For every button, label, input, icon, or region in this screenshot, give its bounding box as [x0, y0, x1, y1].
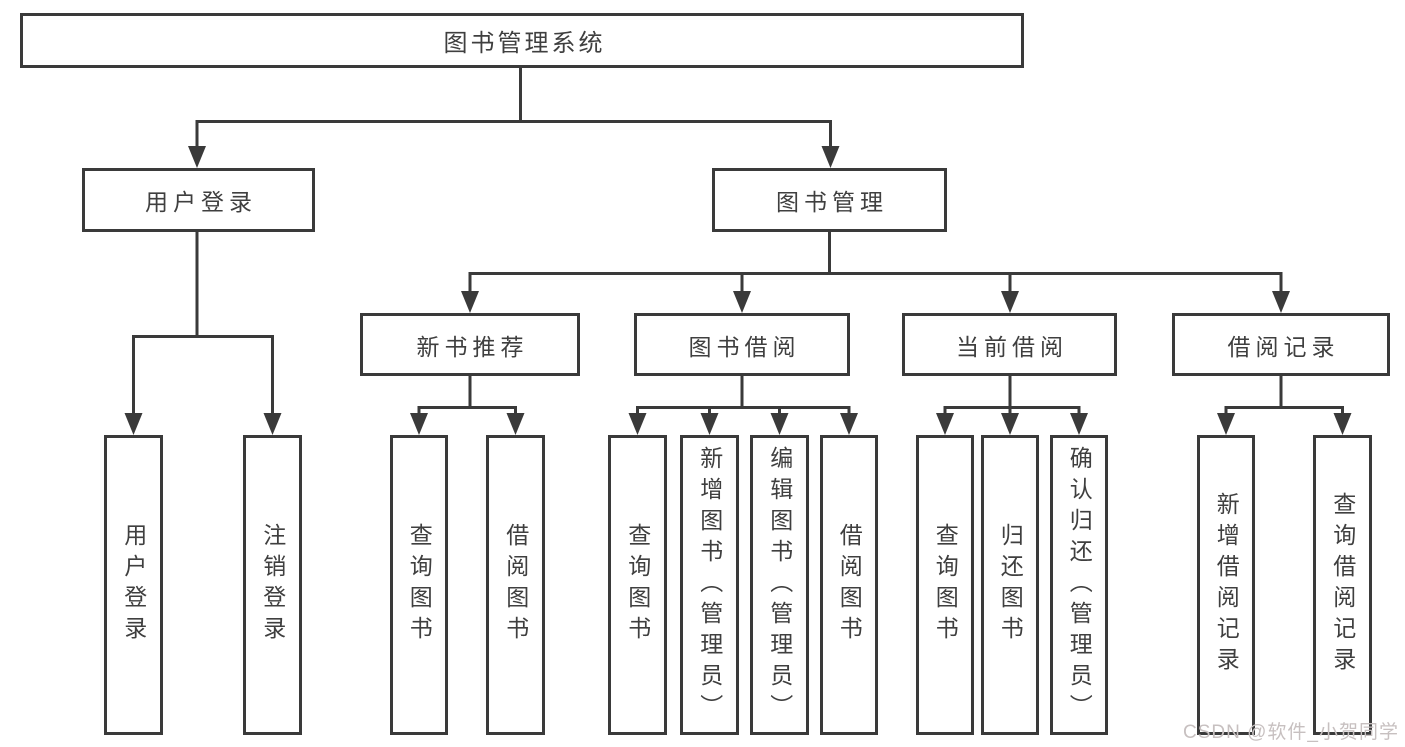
- leaf-label: 确认归还（管理员）: [1066, 445, 1093, 725]
- node-leaf-user-login: 用户登录: [104, 435, 163, 735]
- node-leaf-query-books-2: 查询图书: [608, 435, 667, 735]
- node-new-book-recommend-label: 新书推荐: [416, 333, 529, 360]
- node-leaf-query-books-1: 查询图书: [390, 435, 448, 735]
- node-library-system-label: 图书管理系统: [443, 30, 606, 57]
- node-new-book-recommend: 新书推荐: [360, 313, 580, 376]
- node-leaf-return-books: 归还图书: [981, 435, 1039, 735]
- node-leaf-add-books-admin: 新增图书（管理员）: [680, 435, 739, 735]
- connector-book-borrow-children: [628, 376, 858, 435]
- node-leaf-query-books-3: 查询图书: [916, 435, 974, 735]
- node-user-login: 用户登录: [82, 168, 315, 232]
- node-leaf-logout: 注销登录: [243, 435, 302, 735]
- node-borrow-records-label: 借阅记录: [1227, 333, 1340, 360]
- node-leaf-add-borrow-record: 新增借阅记录: [1197, 435, 1255, 735]
- node-leaf-confirm-return-admin: 确认归还（管理员）: [1050, 435, 1108, 735]
- node-current-borrowing: 当前借阅: [902, 313, 1117, 376]
- node-current-borrowing-label: 当前借阅: [956, 333, 1068, 360]
- node-book-borrowing: 图书借阅: [634, 313, 850, 376]
- node-user-login-label: 用户登录: [145, 189, 257, 215]
- leaf-label: 借阅图书: [502, 523, 529, 647]
- connector-user-login-children: [124, 232, 282, 435]
- leaf-label: 查询图书: [406, 523, 433, 647]
- leaf-label: 查询图书: [932, 523, 959, 647]
- connector-book-management-sections: [461, 232, 1290, 313]
- node-library-system: 图书管理系统: [20, 13, 1024, 68]
- leaf-label: 归还图书: [997, 523, 1024, 647]
- node-book-management-label: 图书管理: [776, 189, 888, 215]
- leaf-label: 新增图书（管理员）: [696, 445, 723, 725]
- node-book-management: 图书管理: [712, 168, 947, 232]
- leaf-label: 借阅图书: [836, 523, 863, 647]
- leaf-label: 注销登录: [259, 523, 286, 647]
- node-leaf-borrow-books-1: 借阅图书: [486, 435, 545, 735]
- leaf-label: 编辑图书（管理员）: [766, 445, 793, 725]
- leaf-label: 查询借阅记录: [1329, 492, 1356, 678]
- node-leaf-edit-books-admin: 编辑图书（管理员）: [750, 435, 809, 735]
- leaf-label: 新增借阅记录: [1213, 492, 1240, 678]
- leaf-label: 查询图书: [624, 523, 651, 647]
- node-book-borrowing-label: 图书借阅: [688, 333, 801, 360]
- connector-current-borrow-children: [936, 376, 1088, 435]
- connector-borrow-record-children: [1217, 376, 1352, 435]
- connector-new-book-children: [410, 376, 525, 435]
- csdn-watermark: CSDN @软件_小贺同学: [1183, 722, 1399, 743]
- leaf-label: 用户登录: [120, 523, 147, 647]
- node-borrow-records: 借阅记录: [1172, 313, 1390, 376]
- connector-root-to-branches: [188, 68, 840, 168]
- node-leaf-query-borrow-record: 查询借阅记录: [1313, 435, 1372, 735]
- node-leaf-borrow-books-2: 借阅图书: [820, 435, 878, 735]
